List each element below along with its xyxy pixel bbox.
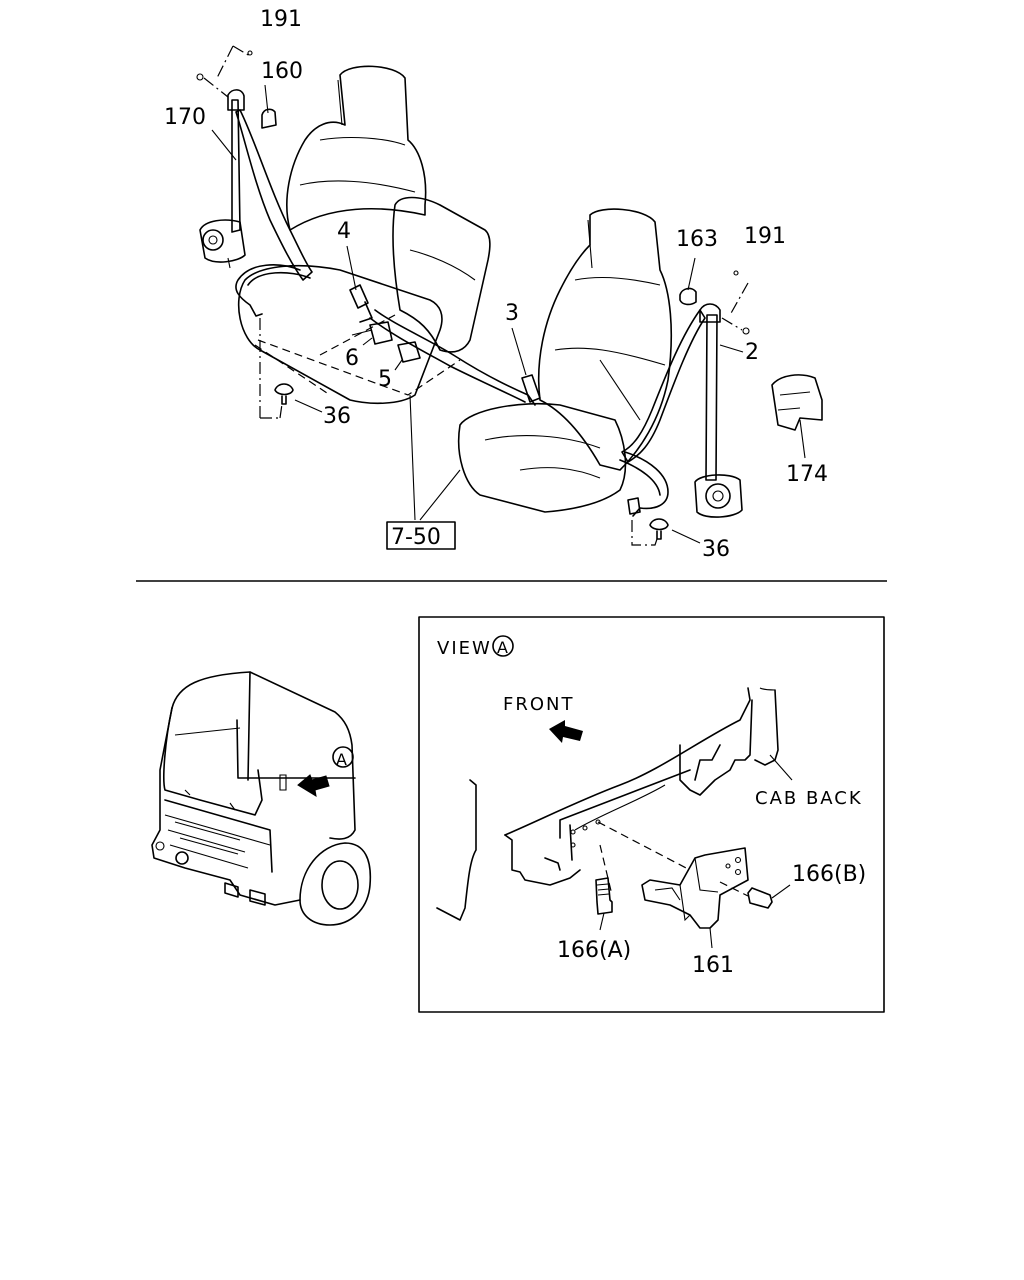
right-seat-belt-2: [619, 303, 743, 518]
leader-lines: [203, 45, 806, 546]
view-label: VIEW: [437, 638, 492, 659]
view-a-frame: [418, 616, 885, 1013]
callout-36-right: 36: [702, 537, 730, 562]
truck-cab-illustration: A: [151, 671, 372, 926]
view-marker-circle: [332, 746, 354, 768]
cover-174: [771, 374, 823, 431]
bolt-166b: [747, 887, 773, 909]
view-label-marker: A: [497, 638, 508, 657]
small-parts: [196, 50, 823, 540]
reference-box: 7-50: [386, 521, 456, 550]
callout-160: 160: [261, 59, 303, 84]
bracket-161: [641, 847, 749, 929]
front-arrow-icon: [549, 720, 583, 743]
cab-back-label: CAB BACK: [755, 788, 863, 809]
callout-166b: 166(B): [792, 862, 866, 887]
reference-label: 7-50: [391, 525, 441, 550]
callout-2: 2: [745, 340, 759, 365]
clip-36-left: [274, 383, 294, 405]
callout-191-left: 191: [260, 7, 302, 32]
callout-174: 174: [786, 462, 828, 487]
truck-view-marker: A: [336, 750, 347, 769]
cover-160: [261, 108, 277, 129]
left-seat-belt-170: [199, 89, 313, 317]
callout-170: 170: [164, 105, 206, 130]
view-arrow-icon: [297, 774, 330, 797]
view-a-detail: VIEW A FRONT CAB BACK: [418, 616, 885, 1013]
right-seat: [457, 208, 673, 513]
cover-163: [679, 287, 697, 306]
clip-36-right: [649, 518, 669, 540]
seat-belt-assembly: 191 160 170 4 3 6 5 36 163 191 2 174 36 …: [164, 7, 828, 562]
callout-163: 163: [676, 227, 718, 252]
view-label-marker-circle: [492, 635, 514, 657]
front-label: FRONT: [503, 694, 575, 715]
cap-191-left: [196, 73, 204, 81]
cap-191-right: [742, 327, 750, 335]
callout-166a: 166(A): [557, 938, 631, 963]
callout-36-left: 36: [323, 404, 351, 429]
callout-5: 5: [378, 367, 392, 392]
callout-161: 161: [692, 953, 734, 978]
callout-6: 6: [345, 346, 359, 371]
bolt-166a: [595, 877, 613, 915]
callout-3: 3: [505, 301, 519, 326]
center-buckles: [349, 284, 541, 406]
left-seat: [237, 65, 491, 405]
callout-191-right: 191: [744, 224, 786, 249]
callout-4: 4: [337, 219, 351, 244]
